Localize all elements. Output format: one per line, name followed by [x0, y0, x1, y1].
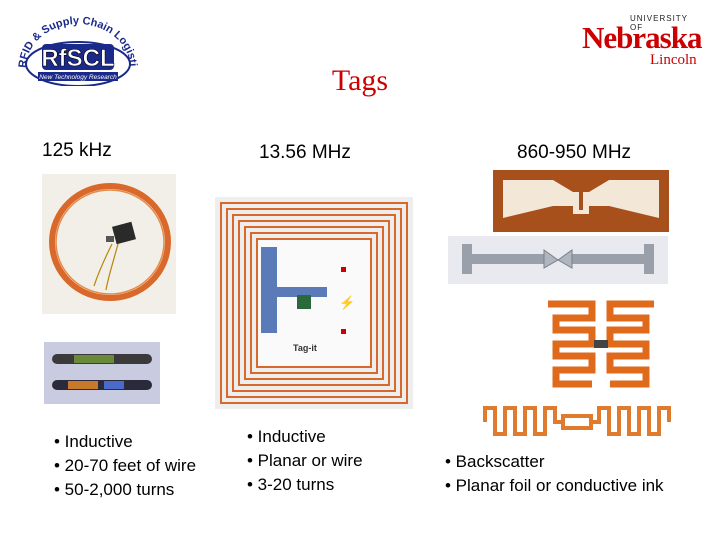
bullet-item: • Inductive — [54, 432, 133, 451]
bullet-item: • 3-20 turns — [247, 475, 335, 494]
uhf-printed-ink-tag-image — [481, 404, 673, 440]
bullets-uhf: • Backscatter • Planar foil or conductiv… — [445, 450, 690, 498]
tag-it-label: Tag-it — [293, 343, 317, 353]
bullet-item: • 20-70 feet of wire — [54, 456, 197, 475]
unl-logo: UNIVERSITY OF Nebraska Lincoln — [582, 12, 702, 70]
bullet-item: • Inductive — [247, 427, 326, 446]
glass-capsule-tags-image — [44, 342, 160, 404]
rfscl-logo: RFID & Supply Chain Logistics Lab RfSCL … — [11, 0, 139, 87]
uhf-dipole-tag-image — [448, 236, 668, 284]
bullet-item: • 50-2,000 turns — [54, 480, 175, 499]
uhf-meander-tag-image — [542, 296, 660, 396]
bullet-item: • Backscatter — [445, 452, 545, 471]
bullets-13mhz: • Inductive • Planar or wire • 3-20 turn… — [247, 425, 363, 497]
lf-coil-tag-image — [42, 174, 176, 314]
uhf-foil-tag-image — [493, 170, 669, 232]
bullet-item: • Planar foil or conductive ink — [445, 476, 664, 495]
bullets-125khz: • Inductive • 20-70 feet of wire • 50-2,… — [54, 430, 196, 502]
freq-uhf: 860-950 MHz — [517, 142, 632, 163]
svg-text:⚡: ⚡ — [339, 295, 355, 311]
university-line: UNIVERSITY OF — [630, 14, 688, 32]
campus-name: Lincoln — [650, 52, 697, 68]
freq-125khz: 125 kHz — [42, 140, 112, 161]
hf-planar-tag-image: ⚡ Tag-it — [215, 197, 413, 409]
university-name: Nebraska — [582, 20, 702, 55]
bullet-item: • Planar or wire — [247, 451, 363, 470]
freq-13mhz: 13.56 MHz — [259, 142, 351, 163]
slide-title: Tags — [331, 64, 389, 97]
lab-tagline: New Technology Research — [39, 74, 117, 81]
lab-acronym: RfSCL — [41, 45, 114, 72]
